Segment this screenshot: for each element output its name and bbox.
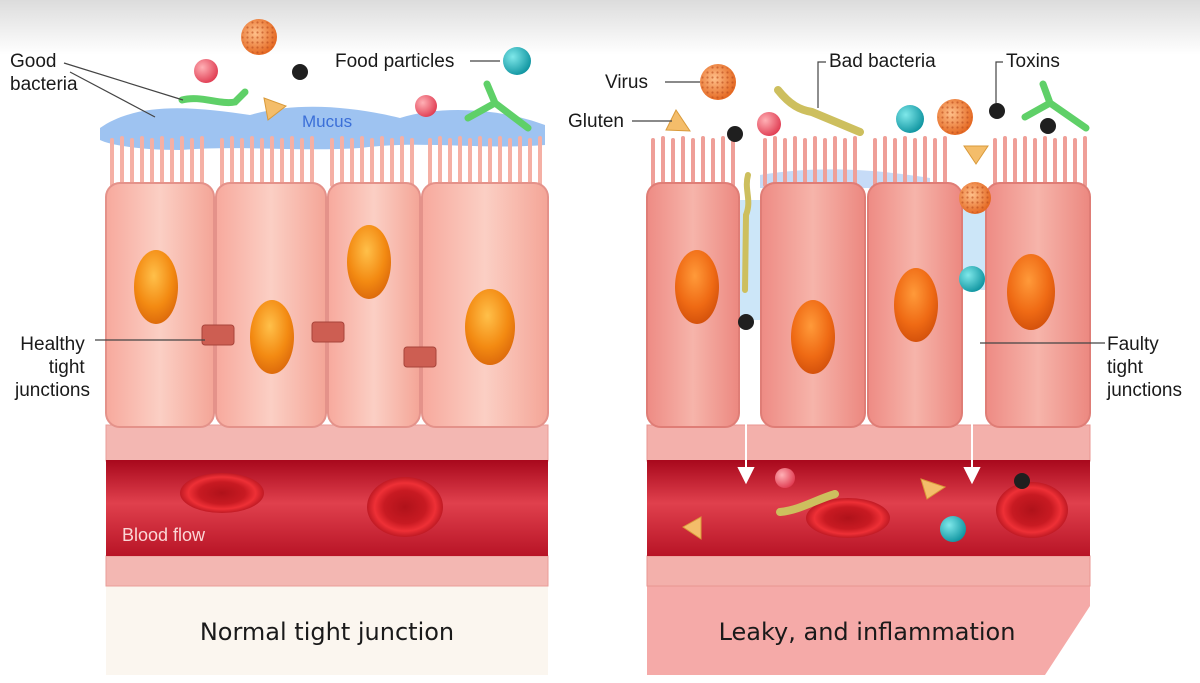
cell-nucleus (675, 250, 719, 324)
cell-nucleus (465, 289, 515, 365)
toxin-particle (1014, 473, 1030, 489)
red-blood-cell (996, 482, 1068, 538)
blood-flow-label: Blood flow (122, 525, 206, 545)
cell-nucleus (134, 250, 178, 324)
red-particle (194, 59, 218, 83)
toxin-particle (727, 126, 743, 142)
bad-bacteria (745, 175, 748, 290)
caption-right: Leaky, and inflammation (719, 618, 1016, 646)
food-particle (959, 266, 985, 292)
cell-nucleus (791, 300, 835, 374)
virus-label: Virus (605, 72, 648, 93)
food-particle (896, 105, 924, 133)
toxin-particle (292, 64, 308, 80)
cell-nucleus (250, 300, 294, 374)
food-particle (503, 47, 531, 75)
cell-nucleus (1007, 254, 1055, 330)
bad-bacteria-label: Bad bacteria (829, 51, 936, 72)
red-blood-cell (367, 477, 443, 537)
gluten-label: Gluten (568, 111, 624, 132)
toxin-particle (989, 103, 1005, 119)
food-particle (940, 516, 966, 542)
food-particles-label: Food particles (335, 51, 454, 72)
mucus-label: Mucus (302, 112, 352, 131)
tight-junction (312, 322, 344, 342)
lamina-right (647, 425, 1090, 461)
lamina-left (106, 425, 548, 461)
red-blood-cell (180, 473, 264, 513)
red-particle (415, 95, 437, 117)
toxins-label: Toxins (1006, 51, 1060, 72)
toxin-particle (738, 314, 754, 330)
red-particle (775, 468, 795, 488)
caption-left: Normal tight junction (200, 618, 454, 646)
epithelial-cell (328, 183, 420, 427)
tight-junction (404, 347, 436, 367)
cell-nucleus (347, 225, 391, 299)
red-particle (757, 112, 781, 136)
toxin-particle (1040, 118, 1056, 134)
tight-junction (202, 325, 234, 345)
cell-nucleus (894, 268, 938, 342)
